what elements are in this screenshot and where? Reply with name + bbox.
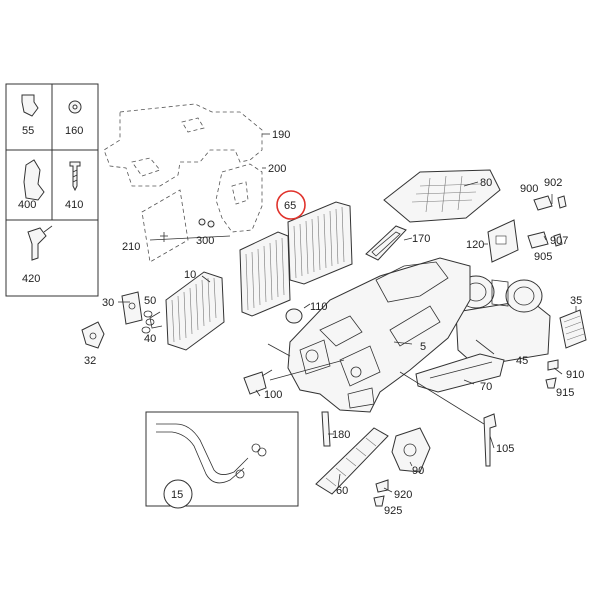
pipe-kit-15 xyxy=(145,411,299,507)
label-902: 902 xyxy=(544,177,562,189)
label-170: 170 xyxy=(412,233,430,245)
label-40: 40 xyxy=(144,333,156,345)
label-100: 100 xyxy=(264,389,282,401)
actuator-90 xyxy=(391,427,431,473)
insulation-pad-210 xyxy=(141,189,189,263)
label-910: 910 xyxy=(566,369,584,381)
label-32: 32 xyxy=(84,355,96,367)
seal-200 xyxy=(215,163,263,233)
label-45: 45 xyxy=(516,355,528,367)
label-190: 190 xyxy=(272,129,290,141)
label-300: 300 xyxy=(196,235,214,247)
resistor-35 xyxy=(559,309,587,349)
label-35: 35 xyxy=(570,295,582,307)
label-65: 65 xyxy=(284,200,296,212)
label-907: 907 xyxy=(550,235,568,247)
gasket-190 xyxy=(103,103,263,187)
expansion-valve-30 xyxy=(121,291,143,325)
small-parts-900-907 xyxy=(527,195,567,249)
label-900: 900 xyxy=(520,183,538,195)
sensor-400-icon xyxy=(23,159,45,201)
label-420: 420 xyxy=(22,273,40,285)
parts-legend xyxy=(5,83,99,297)
label-180: 180 xyxy=(332,429,350,441)
label-210: 210 xyxy=(122,241,140,253)
cabin-filter-65 xyxy=(287,201,353,285)
part-labels: 55 160 400 410 420 190 200 210 300 65 17… xyxy=(18,125,584,517)
leader-lines xyxy=(118,133,577,493)
label-50: 50 xyxy=(144,295,156,307)
label-400: 400 xyxy=(18,199,36,211)
label-30: 30 xyxy=(102,297,114,309)
label-110: 110 xyxy=(310,301,328,313)
cabin-filter-left xyxy=(239,231,291,317)
clips-300 xyxy=(198,218,215,228)
label-200: 200 xyxy=(268,163,286,175)
screws-910-915 xyxy=(545,359,559,389)
label-905: 905 xyxy=(534,251,552,263)
bracket-32 xyxy=(81,321,105,349)
label-105: 105 xyxy=(496,443,514,455)
label-15-badge: 15 xyxy=(163,479,193,509)
sensor-180 xyxy=(321,411,331,447)
cap-110 xyxy=(285,308,303,324)
connector-420-icon xyxy=(27,227,47,261)
label-90: 90 xyxy=(412,465,424,477)
sensor-105 xyxy=(483,413,497,467)
label-915: 915 xyxy=(556,387,574,399)
control-module-120 xyxy=(487,219,519,263)
highlight-circle-65 xyxy=(276,190,306,220)
upper-housing-80 xyxy=(383,169,501,223)
label-15: 15 xyxy=(171,489,183,501)
label-10: 10 xyxy=(184,269,196,281)
o-rings-50-40 xyxy=(141,310,155,334)
sensor-100 xyxy=(243,369,273,395)
heater-core-60 xyxy=(315,427,389,495)
label-80: 80 xyxy=(480,177,492,189)
label-5: 5 xyxy=(420,341,426,353)
label-410: 410 xyxy=(65,199,83,211)
label-60: 60 xyxy=(336,485,348,497)
clip-55-icon xyxy=(21,94,39,117)
label-160: 160 xyxy=(65,125,83,137)
label-925: 925 xyxy=(384,505,402,517)
hvac-housing-5 xyxy=(287,257,471,413)
screws-920-925 xyxy=(373,479,389,507)
label-55: 55 xyxy=(22,125,34,137)
frame-gasket-170 xyxy=(365,225,407,261)
label-70: 70 xyxy=(480,381,492,393)
label-920: 920 xyxy=(394,489,412,501)
evaporator-10 xyxy=(149,271,225,351)
duct-70 xyxy=(415,353,505,393)
label-120: 120 xyxy=(466,239,484,251)
